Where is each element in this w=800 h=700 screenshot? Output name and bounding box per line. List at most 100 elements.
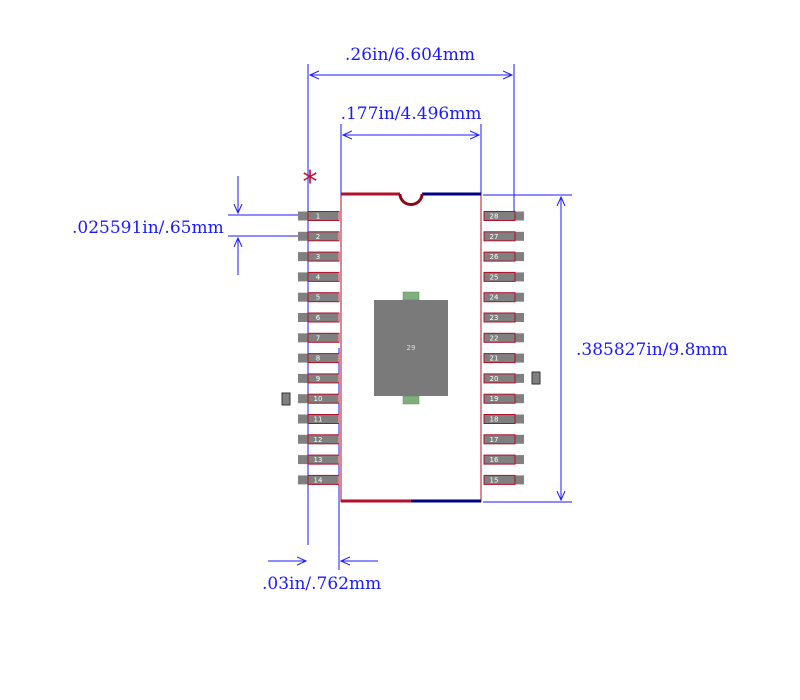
pin-number: 27: [490, 233, 499, 241]
pad-outline: [483, 251, 516, 262]
pin-21: 21: [483, 353, 524, 364]
pin-27: 27: [483, 231, 524, 242]
body-length-dimension: .385827in/9.8mm: [483, 194, 728, 503]
pin-number: 17: [490, 436, 499, 444]
pin-number: 6: [316, 314, 321, 322]
pin-number: 2: [316, 233, 320, 241]
pin-lead: [298, 333, 338, 343]
pad-outline: [483, 353, 516, 364]
pin-23: 23: [483, 312, 524, 323]
pin-14: 14: [298, 474, 340, 485]
pad-outline: [307, 353, 340, 364]
package-body: [340, 192, 482, 503]
pin-number: 15: [490, 476, 499, 484]
pin-lead: [298, 313, 338, 322]
thermal-via-top: [402, 291, 420, 301]
pin-number: 19: [490, 395, 499, 403]
pin-lead: [484, 434, 524, 444]
right-pin-row: 28 27 26 25 24 23 22 21 20 19 18 17 16 15: [483, 211, 524, 485]
pin-lead: [484, 211, 524, 221]
pin-lead: [484, 252, 524, 262]
overall-width-label: .26in/6.604mm: [345, 45, 475, 65]
pin-number: 22: [490, 334, 499, 342]
pin-lead: [484, 333, 524, 343]
pin-5: 5: [298, 292, 340, 303]
pin-number: 20: [490, 375, 499, 383]
pin-lead: [298, 252, 338, 262]
pin-lead: [484, 455, 524, 465]
pad-outline: [483, 454, 516, 465]
pin-lead: [484, 272, 524, 282]
pin-12: 12: [298, 434, 340, 445]
pin-number: 1: [316, 213, 320, 221]
pin-number: 23: [490, 314, 499, 322]
pad-outline: [307, 373, 340, 384]
pad-outline: [483, 292, 516, 303]
pad-outline: [307, 292, 340, 303]
pin-24: 24: [483, 292, 524, 303]
pad-outline: [307, 454, 340, 465]
pin-number: 3: [316, 253, 320, 261]
pin-2: 2: [298, 231, 340, 242]
pin-lead: [484, 394, 524, 404]
pin-number: 25: [490, 273, 499, 281]
pin-17: 17: [483, 434, 524, 445]
pad-outline: [307, 474, 340, 485]
pin1-marker: *: [303, 165, 318, 200]
pad-outline: [483, 474, 516, 485]
pin-lead: [298, 231, 338, 241]
pin-lead: [298, 475, 338, 485]
pin-9: 9: [298, 373, 340, 384]
pad-width-dimension: .03in/.762mm: [262, 348, 381, 594]
pin-lead: [484, 353, 524, 363]
pin-number: 16: [490, 456, 499, 464]
pin-number: 21: [490, 355, 499, 363]
pad-outline: [483, 332, 516, 343]
pad-outline: [483, 271, 516, 282]
thermal-pad-label: 29: [407, 344, 416, 352]
pin-lead: [298, 455, 338, 465]
pin-16: 16: [483, 454, 524, 465]
pin-lead: [484, 414, 524, 424]
pad-outline: [307, 332, 340, 343]
pad-outline: [307, 414, 340, 424]
pad-outline: [483, 211, 516, 221]
pin-lead: [484, 292, 524, 302]
pin-4: 4: [298, 271, 340, 282]
pin-number: 26: [490, 253, 499, 261]
pin1-notch: [398, 193, 424, 206]
pin-20: 20: [483, 373, 524, 384]
pin-number: 12: [314, 436, 323, 444]
pin-13: 13: [298, 454, 340, 465]
pin-pitch-dimension: .025591in/.65mm: [72, 176, 318, 275]
pin-3: 3: [298, 251, 340, 262]
pin-22: 22: [483, 332, 524, 343]
pin-number: 4: [316, 273, 321, 281]
pin-number: 11: [314, 416, 323, 424]
pin-pitch-label: .025591in/.65mm: [72, 218, 224, 238]
pad-outline: [483, 393, 516, 404]
thermal-via-bottom: [402, 395, 420, 405]
thermal-pad: 29: [374, 291, 448, 405]
pin-lead: [298, 373, 338, 383]
left-alignment-mark: [281, 392, 291, 406]
pin-8: 8: [298, 353, 340, 364]
pad-outline: [307, 231, 340, 242]
pin-18: 18: [483, 414, 524, 424]
thermal-pad-area: [374, 300, 448, 396]
pin-lead: [298, 414, 338, 424]
pad-outline: [483, 434, 516, 445]
pad-outline: [307, 312, 340, 323]
overall-width-dimension: .26in/6.604mm: [307, 45, 515, 545]
pin-7: 7: [298, 332, 340, 343]
pad-width-label: .03in/.762mm: [262, 574, 381, 594]
pin-number: 28: [490, 213, 499, 221]
pin-15: 15: [483, 474, 524, 485]
right-alignment-mark: [531, 371, 541, 385]
body-width-label: .177in/4.496mm: [341, 104, 482, 124]
pin-number: 8: [316, 355, 320, 363]
pad-outline: [483, 231, 516, 242]
pad-outline: [483, 373, 516, 384]
